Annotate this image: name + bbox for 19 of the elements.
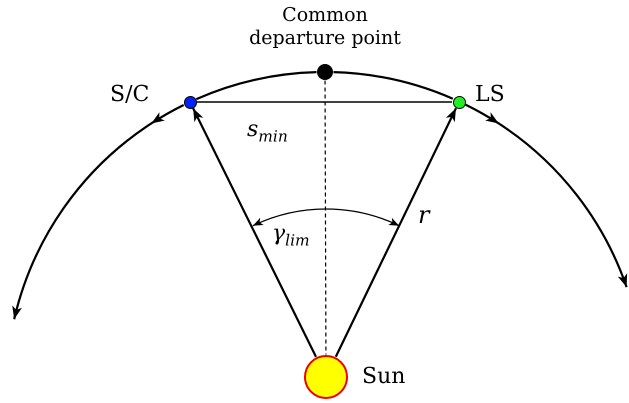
node-label: LS: [475, 82, 505, 108]
orbit-arc: [333, 71, 454, 100]
node-label: S/C: [110, 82, 150, 108]
node-label: Common departure point: [248, 4, 402, 50]
orbit-arc: [12, 104, 184, 320]
position-dot: [452, 96, 466, 108]
position-dot: [317, 64, 333, 80]
connector-line: [192, 108, 318, 358]
connector-line: [324, 80, 327, 354]
angle-label: γ$_{lim}$: [272, 222, 310, 250]
orbit-arc: [196, 71, 317, 100]
orbit-arc: [465, 104, 628, 288]
sun-circle: [304, 355, 348, 399]
edge-label: s$_{min}$: [247, 118, 288, 146]
connector-line: [197, 101, 452, 103]
connector-line: [334, 108, 457, 358]
node-label: Sun: [362, 364, 406, 390]
position-dot: [184, 96, 196, 108]
edge-label: r: [418, 202, 430, 228]
